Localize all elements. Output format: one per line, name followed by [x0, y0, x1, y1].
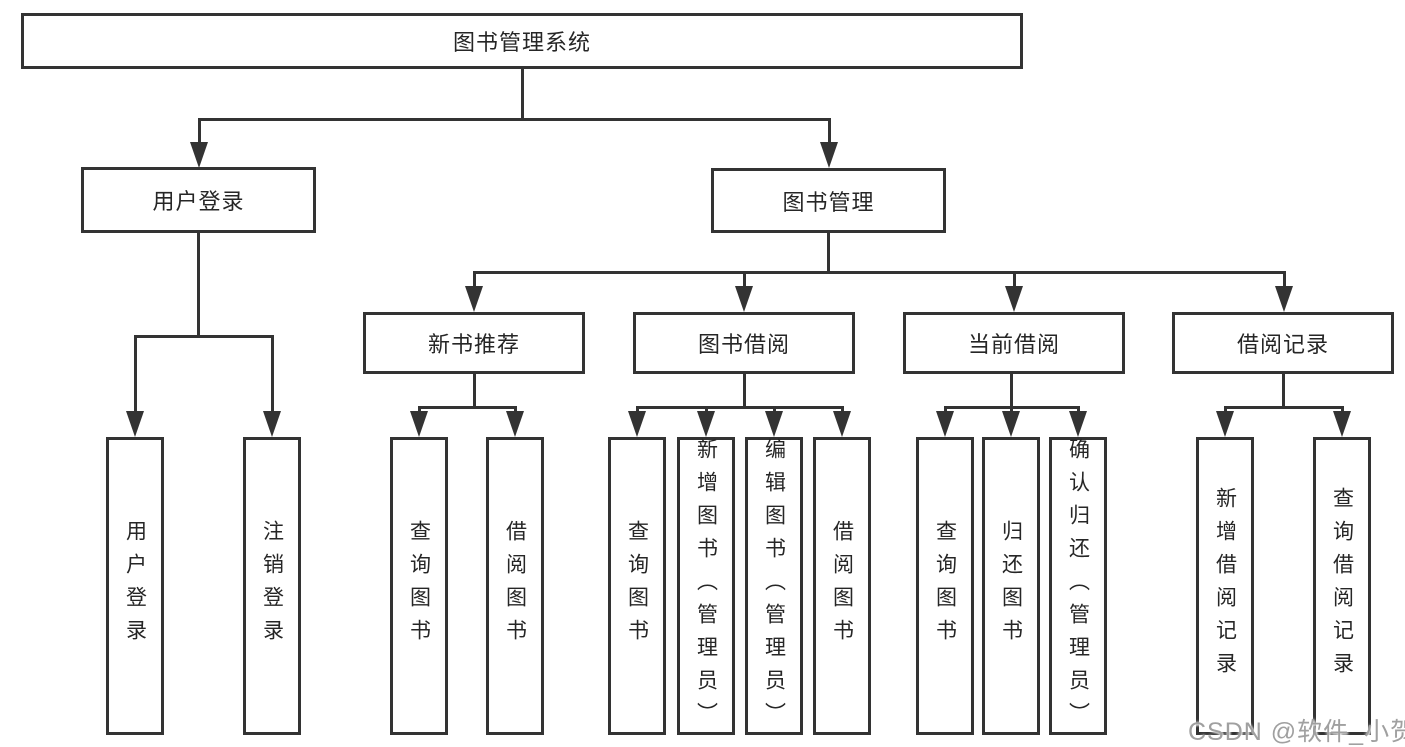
connector-line	[827, 119, 831, 143]
node-user-login-label: 用户登录	[152, 189, 245, 214]
node-leaf-cb-return-books-label: 归还图书	[999, 520, 1023, 652]
node-leaf-cb-query-books: 查询图书	[916, 437, 974, 735]
node-leaf-bb-add-books-admin: 新增图书（管理员）	[677, 437, 735, 735]
connector-line	[133, 334, 274, 338]
connector-line	[417, 405, 517, 409]
arrow-down-icon	[1275, 286, 1293, 312]
node-leaf-cb-query-books-label: 查询图书	[933, 520, 957, 652]
node-leaf-bb-borrow-books-label: 借阅图书	[830, 520, 854, 652]
arrow-down-icon	[735, 286, 753, 312]
node-new-book-recommend: 新书推荐	[363, 312, 585, 374]
node-leaf-rec-borrow-books-label: 借阅图书	[503, 520, 527, 652]
arrow-down-icon	[628, 411, 646, 437]
connector-line	[513, 407, 517, 412]
connector-line	[635, 407, 639, 412]
connector-line	[827, 233, 830, 274]
arrow-down-icon	[936, 411, 954, 437]
node-root: 图书管理系统	[21, 13, 1023, 69]
node-borrow-records: 借阅记录	[1172, 312, 1394, 374]
connector-line	[472, 374, 476, 409]
arrow-down-icon	[833, 411, 851, 437]
connector-line	[1223, 405, 1344, 409]
node-leaf-logout-label: 注销登录	[260, 520, 284, 652]
arrow-down-icon	[1069, 411, 1087, 437]
node-new-book-recommend-label: 新书推荐	[427, 332, 520, 357]
node-leaf-rec-query-books-label: 查询图书	[407, 520, 431, 652]
connector-line	[1340, 407, 1344, 412]
connector-line	[1281, 374, 1285, 409]
connector-line	[1009, 407, 1013, 412]
connector-line	[742, 272, 746, 287]
node-leaf-br-query-record-label: 查询借阅记录	[1330, 487, 1354, 685]
connector-line	[472, 272, 476, 287]
connector-line	[943, 407, 947, 412]
node-leaf-br-add-record-label: 新增借阅记录	[1213, 487, 1237, 685]
arrow-down-icon	[506, 411, 524, 437]
node-leaf-bb-edit-books-admin: 编辑图书（管理员）	[745, 437, 803, 735]
node-user-login: 用户登录	[81, 167, 316, 233]
arrow-down-icon	[465, 286, 483, 312]
node-borrow-records-label: 借阅记录	[1236, 332, 1329, 357]
connector-line	[472, 270, 1286, 274]
connector-line	[1012, 272, 1016, 287]
connector-line	[772, 407, 776, 412]
arrow-down-icon	[1002, 411, 1020, 437]
node-leaf-rec-query-books: 查询图书	[390, 437, 448, 735]
connector-line	[1076, 407, 1080, 412]
arrow-down-icon	[820, 142, 838, 168]
arrow-down-icon	[1333, 411, 1351, 437]
node-current-borrow: 当前借阅	[903, 312, 1125, 374]
node-leaf-cb-confirm-return-admin-label: 确认归还（管理员）	[1066, 437, 1090, 735]
arrow-down-icon	[263, 411, 281, 437]
connector-line	[635, 405, 844, 409]
connector-line	[197, 117, 831, 121]
node-leaf-bb-query-books-label: 查询图书	[625, 520, 649, 652]
connector-line	[1009, 374, 1013, 409]
connector-line	[270, 336, 274, 412]
node-leaf-bb-edit-books-admin-label: 编辑图书（管理员）	[762, 437, 786, 735]
node-leaf-bb-add-books-admin-label: 新增图书（管理员）	[694, 437, 718, 735]
connector-line	[1223, 407, 1227, 412]
arrow-down-icon	[1216, 411, 1234, 437]
arrow-down-icon	[697, 411, 715, 437]
connector-line	[840, 407, 844, 412]
connector-line	[520, 69, 524, 121]
connector-line	[417, 407, 421, 412]
node-book-management-label: 图书管理	[782, 189, 875, 215]
node-leaf-user-login-label: 用户登录	[123, 520, 147, 652]
arrow-down-icon	[126, 411, 144, 437]
node-leaf-cb-return-books: 归还图书	[982, 437, 1040, 735]
node-leaf-user-login: 用户登录	[106, 437, 164, 735]
connector-line	[197, 233, 200, 338]
node-leaf-cb-confirm-return-admin: 确认归还（管理员）	[1049, 437, 1107, 735]
node-leaf-rec-borrow-books: 借阅图书	[486, 437, 544, 735]
connector-line	[742, 374, 746, 409]
node-leaf-br-query-record: 查询借阅记录	[1313, 437, 1371, 735]
connector-line	[1282, 272, 1286, 287]
node-current-borrow-label: 当前借阅	[967, 332, 1060, 357]
node-book-management: 图书管理	[711, 168, 946, 233]
arrow-down-icon	[765, 411, 783, 437]
connector-line	[197, 119, 201, 143]
node-leaf-br-add-record: 新增借阅记录	[1196, 437, 1254, 735]
connector-line	[704, 407, 708, 412]
node-book-borrow-label: 图书借阅	[697, 332, 790, 357]
node-root-label: 图书管理系统	[452, 30, 591, 55]
arrow-down-icon	[410, 411, 428, 437]
node-book-borrow: 图书借阅	[633, 312, 855, 374]
arrow-down-icon	[190, 142, 208, 168]
arrow-down-icon	[1005, 286, 1023, 312]
connector-line	[133, 336, 137, 412]
node-leaf-bb-borrow-books: 借阅图书	[813, 437, 871, 735]
node-leaf-logout: 注销登录	[243, 437, 301, 735]
node-leaf-bb-query-books: 查询图书	[608, 437, 666, 735]
csdn-watermark: CSDN @软件_小贺同学	[1188, 718, 1405, 746]
